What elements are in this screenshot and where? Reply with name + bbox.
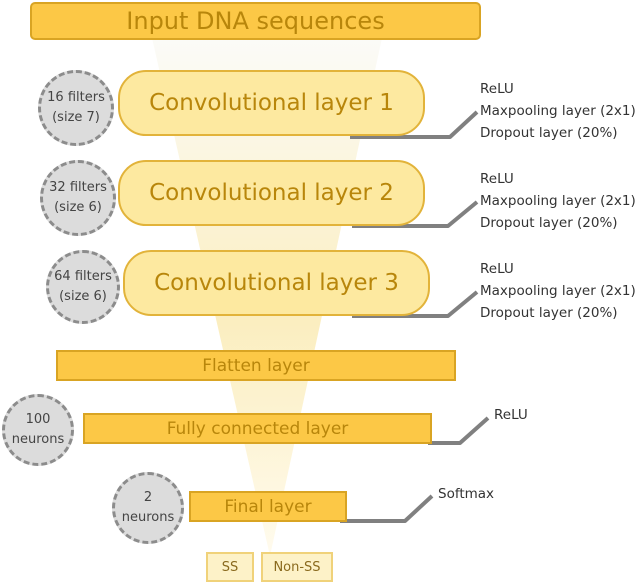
note-relu: ReLU (480, 261, 514, 277)
note-maxpooling: Maxpooling layer (2x1) (480, 283, 636, 299)
note-dropout: Dropout layer (20%) (480, 305, 618, 321)
neurons-circle-fc: 100 neurons (2, 394, 74, 466)
filters-count: 16 filters (47, 90, 105, 105)
note-relu: ReLU (480, 171, 514, 187)
final-label: Final layer (224, 496, 312, 517)
filters-circle-conv2: 32 filters (size 6) (40, 160, 116, 236)
flatten-label: Flatten layer (202, 355, 310, 376)
conv-layer-label: Convolutional layer 1 (149, 90, 394, 116)
connector-line-conv1 (350, 110, 479, 139)
convolutional-layer-3: Convolutional layer 3 (123, 250, 430, 316)
note-dropout: Dropout layer (20%) (480, 125, 618, 141)
conv-layer-label: Convolutional layer 3 (154, 270, 399, 296)
filter-size: (size 6) (54, 200, 102, 215)
output-ss: SS (206, 552, 254, 582)
filters-circle-conv3: 64 filters (size 6) (46, 250, 120, 324)
fc-label: Fully connected layer (166, 418, 349, 439)
output-ss-label: SS (221, 559, 239, 575)
note-dropout: Dropout layer (20%) (480, 215, 618, 231)
flatten-layer: Flatten layer (56, 350, 456, 381)
input-label: Input DNA sequences (126, 7, 385, 35)
neurons-unit: neurons (121, 510, 175, 525)
neurons-circle-final: 2 neurons (112, 472, 184, 544)
filters-circle-conv1: 16 filters (size 7) (38, 70, 114, 146)
connector-line-fc (428, 416, 490, 445)
filters-count: 64 filters (54, 269, 112, 284)
input-dna-sequences-bar: Input DNA sequences (30, 2, 481, 40)
filters-count: 32 filters (49, 180, 107, 195)
convolutional-layer-1: Convolutional layer 1 (118, 70, 425, 136)
connector-line-final (340, 494, 434, 523)
convolutional-layer-2: Convolutional layer 2 (118, 160, 425, 226)
note-relu: ReLU (480, 81, 514, 97)
fc-note-relu: ReLU (494, 407, 528, 423)
fully-connected-layer: Fully connected layer (83, 413, 432, 444)
filter-size: (size 6) (59, 289, 107, 304)
final-layer: Final layer (189, 491, 347, 522)
final-note-softmax: Softmax (438, 486, 495, 502)
neurons-unit: neurons (11, 432, 65, 447)
conv-layer-label: Convolutional layer 2 (149, 180, 394, 206)
note-maxpooling: Maxpooling layer (2x1) (480, 103, 636, 119)
conv3-notes: ReLU Maxpooling layer (2x1) Dropout laye… (480, 258, 636, 324)
neurons-count: 2 (143, 490, 153, 505)
conv1-notes: ReLU Maxpooling layer (2x1) Dropout laye… (480, 78, 636, 144)
conv2-notes: ReLU Maxpooling layer (2x1) Dropout laye… (480, 168, 636, 234)
connector-line-conv2 (352, 200, 479, 228)
note-maxpooling: Maxpooling layer (2x1) (480, 193, 636, 209)
neurons-count: 100 (25, 412, 51, 427)
output-non-ss-label: Non-SS (273, 559, 321, 575)
connector-line-conv3 (352, 290, 479, 318)
output-non-ss: Non-SS (261, 552, 333, 582)
filter-size: (size 7) (52, 110, 100, 125)
